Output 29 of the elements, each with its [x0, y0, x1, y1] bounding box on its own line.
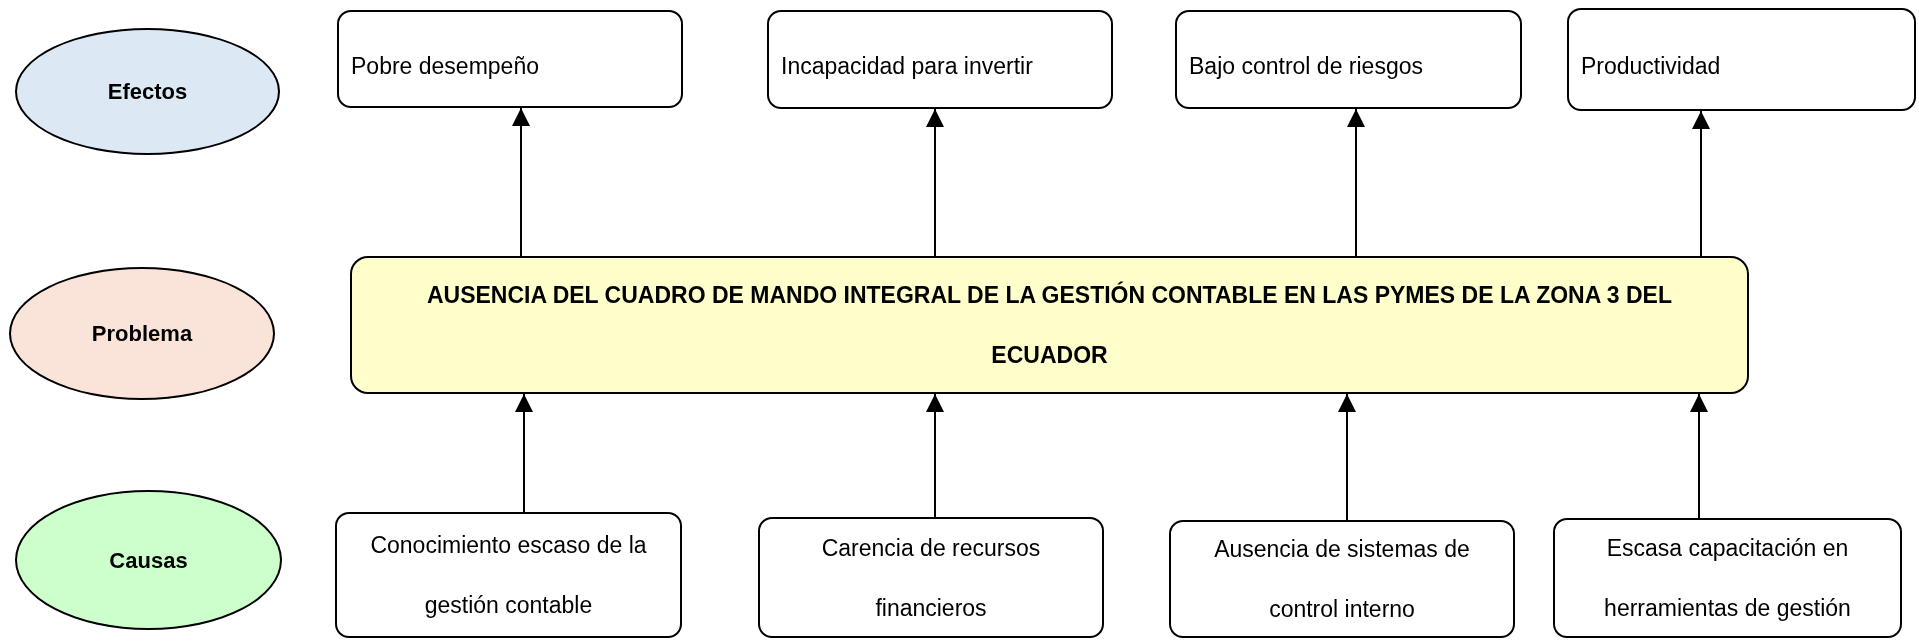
node-text: Incapacidad para invertir [781, 52, 1033, 82]
arrow [926, 393, 944, 518]
arrow [515, 393, 533, 513]
arrow [1692, 110, 1710, 257]
node-text: Causas [109, 546, 188, 575]
node-text: Bajo control de riesgos [1189, 52, 1423, 82]
node-text: AUSENCIA DEL CUADRO DE MANDO INTEGRAL DE LA GESTIÓN CONTABLE EN LAS PYMES DE LA ZONA 3 DEL ECUADOR [425, 280, 1673, 370]
arrow [926, 108, 944, 257]
arrow [512, 107, 530, 257]
node-text: Efectos [107, 78, 188, 106]
cause-box [335, 512, 682, 638]
node-text: Productividad [1581, 52, 1721, 82]
node-text: Escasa capacitación en herramientas de gestión [1603, 534, 1852, 623]
cause-box [758, 517, 1104, 638]
node-text: Ausencia de sistemas de control interno [1213, 535, 1471, 624]
arrow [1338, 393, 1356, 521]
effect-box [1567, 8, 1916, 111]
node-text: Carencia de recursos financieros [820, 533, 1042, 623]
cause-box [1553, 518, 1902, 638]
arrow [1347, 108, 1365, 257]
effect-box [767, 10, 1113, 109]
node-text: Pobre desempeño [351, 51, 539, 81]
arrow [1690, 393, 1708, 519]
cause-box [1169, 520, 1515, 638]
node-text: Conocimiento escaso de la gestión contable [369, 531, 648, 620]
node-text: Problema [91, 320, 193, 348]
problem-box [350, 256, 1749, 394]
effect-box [1175, 10, 1522, 109]
effect-box [337, 10, 683, 108]
